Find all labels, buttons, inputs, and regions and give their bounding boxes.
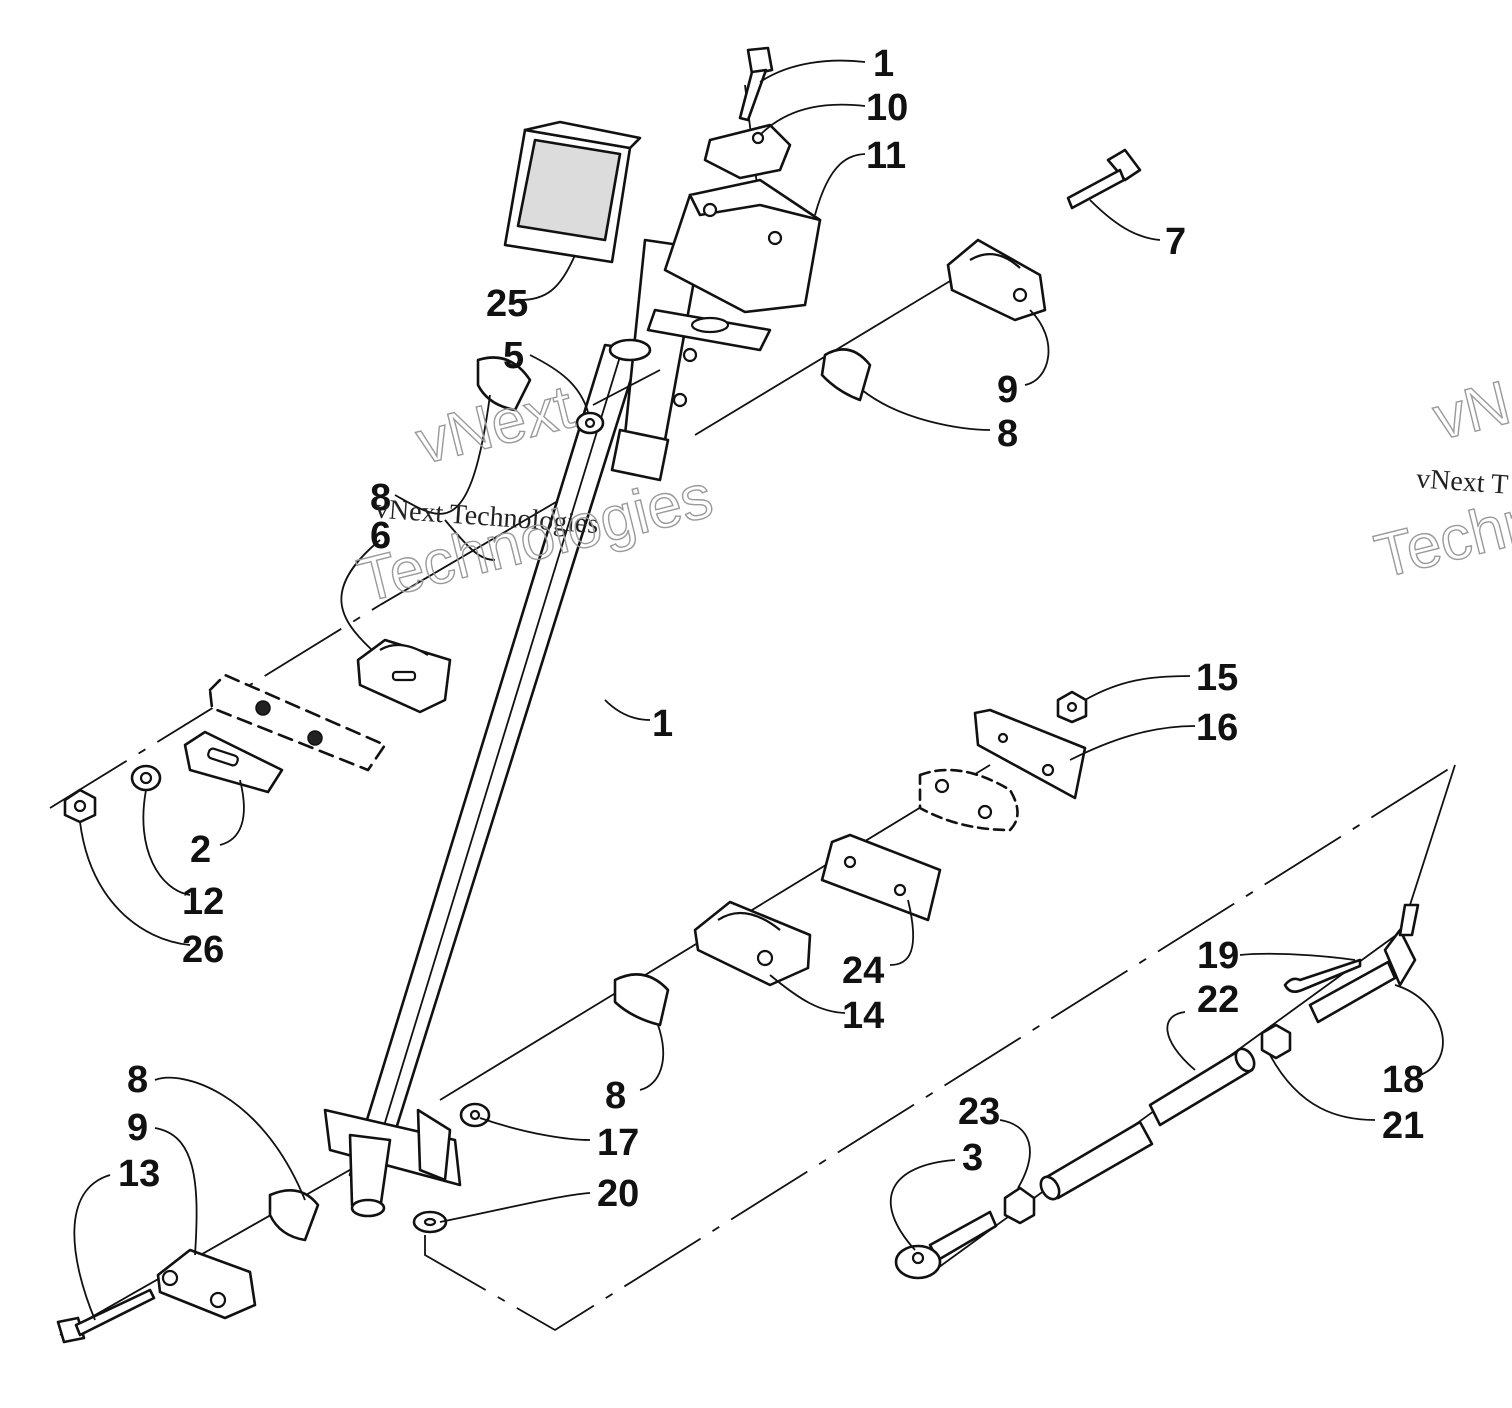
callout-18: 18: [1382, 1059, 1424, 1101]
nut-15: [1056, 690, 1088, 724]
bushing-upper-left: [476, 356, 532, 412]
plate-24: [820, 833, 942, 922]
callout-22: 22: [1197, 979, 1239, 1021]
jam-nut-21: [1260, 1023, 1292, 1060]
handlebar-pad: [503, 120, 642, 264]
callout-20: 20: [597, 1173, 639, 1215]
bearing-cap-7: [356, 638, 452, 714]
callout-1: 1: [652, 703, 673, 745]
support-plate-2: [183, 730, 284, 794]
callout-12: 12: [182, 881, 224, 923]
bushing-lower-left: [268, 1189, 320, 1242]
callout-15: 15: [1196, 657, 1238, 699]
tie-rod-sleeve: [1039, 1120, 1154, 1201]
callout-3: 3: [962, 1137, 983, 1179]
watermark-right: vN vNext T Techn: [1368, 368, 1512, 593]
bearing-cap-9-upper: [946, 238, 1047, 322]
bearing-cap-14: [693, 900, 812, 987]
callout-5: 5: [503, 335, 524, 377]
callout-2: 2: [190, 829, 211, 871]
callout-26: 26: [182, 929, 224, 971]
callout-labels: 1 10 11 7 25 5 9 8 8 6 1 2 12 26 15 16 2…: [118, 43, 1424, 1215]
bushing-upper-right: [820, 348, 872, 402]
callout-23: 23: [958, 1091, 1000, 1133]
callout-4: 1: [873, 43, 894, 85]
nut-26: [63, 788, 97, 824]
jam-nut-23: [1003, 1186, 1036, 1225]
watermark-right-word-1: vN: [1427, 368, 1512, 453]
washer-12: [130, 764, 162, 792]
steering-post: [323, 238, 772, 1218]
tie-rod-22: [1148, 1047, 1256, 1127]
callout-24: 24: [842, 950, 884, 992]
callout-7: 6: [370, 515, 391, 557]
bolt-4: [738, 46, 774, 122]
tie-rod-end-3: [894, 1210, 998, 1280]
callout-11: 11: [866, 135, 906, 177]
bushing-lower-middle: [613, 973, 670, 1027]
steering-arm: [918, 768, 1019, 832]
washer-20: [412, 1210, 448, 1234]
plate-16: [973, 708, 1087, 800]
callout-8-upper-right: 8: [997, 413, 1018, 455]
callout-19: 19: [1197, 935, 1239, 977]
callout-25: 25: [486, 283, 528, 325]
nut-5: [575, 411, 605, 435]
frame-section: [208, 673, 387, 772]
tie-rod-end-18: [1308, 903, 1420, 1024]
callout-10: 10: [866, 87, 908, 129]
cotter-pin-19: [1283, 958, 1362, 993]
handlebar-clamp-block: [663, 178, 822, 314]
watermark-right-brand: vNext T: [1415, 463, 1509, 500]
callout-9-lower: 9: [127, 1107, 148, 1149]
top-clamp-cap: [703, 123, 792, 180]
callout-9-upper: 9: [997, 369, 1018, 411]
bolt-6: [1066, 148, 1142, 210]
callout-13: 13: [118, 1153, 160, 1195]
bearing-cap-9-lower: [156, 1248, 257, 1320]
nut-17: [459, 1102, 491, 1128]
callout-8-lower-middle: 8: [605, 1075, 626, 1117]
callout-21: 21: [1382, 1105, 1424, 1147]
watermark-right-word-2: Techn: [1368, 485, 1512, 592]
callout-6: 7: [1165, 221, 1186, 263]
callout-14: 14: [842, 995, 884, 1037]
bolt-13: [56, 1288, 156, 1344]
callout-17: 17: [597, 1122, 639, 1164]
callout-8-upper-left: 8: [370, 477, 391, 519]
leader-lines: [73, 59, 1444, 1321]
callout-16: 16: [1196, 707, 1238, 749]
callout-8-lower-left: 8: [127, 1059, 148, 1101]
